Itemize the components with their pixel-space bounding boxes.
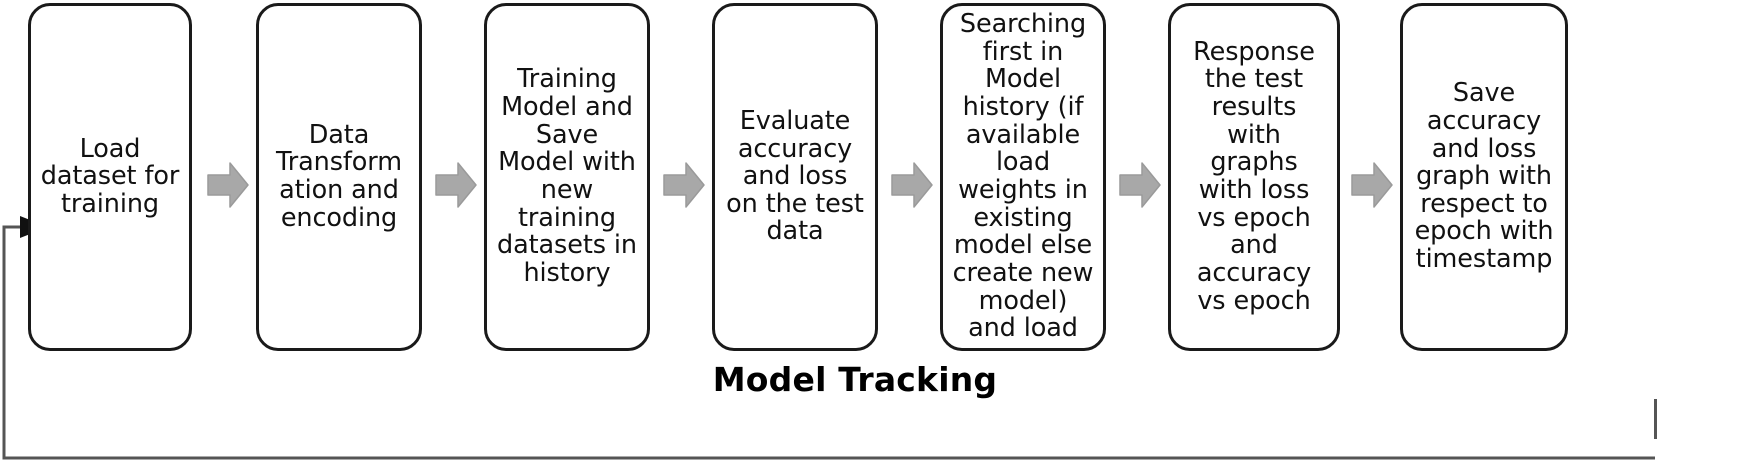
step-label-save-graphs: Save accuracy and loss graph with respec… [1414,78,1554,275]
step-box-search-model-history[interactable]: Searching first in Model history (if ava… [940,3,1106,351]
step-label-training-model: Training Model and Save Model with new t… [497,64,637,288]
connector-arrow-4 [890,160,934,210]
step-box-training-model[interactable]: Training Model and Save Model with new t… [484,3,650,351]
step-box-save-graphs[interactable]: Save accuracy and loss graph with respec… [1400,3,1568,351]
step-box-data-transformation[interactable]: Data Transform ation and encoding [256,3,422,351]
step-box-load-dataset[interactable]: Load dataset for training [28,3,192,351]
step-label-response-test-results: Response the test results with graphs wi… [1193,36,1315,316]
diagram-caption: Model Tracking [712,360,998,399]
step-label-evaluate-accuracy: Evaluate accuracy and loss on the test d… [726,105,864,247]
step-label-data-transformation: Data Transform ation and encoding [276,119,402,233]
connector-arrow-2 [434,160,478,210]
step-box-response-test-results[interactable]: Response the test results with graphs wi… [1168,3,1340,351]
connector-arrow-3 [662,160,706,210]
step-label-load-dataset: Load dataset for training [40,133,180,219]
connector-arrow-6 [1350,160,1394,210]
connector-arrow-5 [1118,160,1162,210]
step-label-search-model-history: Searching first in Model history (if ava… [952,9,1094,344]
step-box-evaluate-accuracy[interactable]: Evaluate accuracy and loss on the test d… [712,3,878,351]
connector-arrow-1 [206,160,250,210]
feedback-loop-right-stub [1654,399,1657,439]
